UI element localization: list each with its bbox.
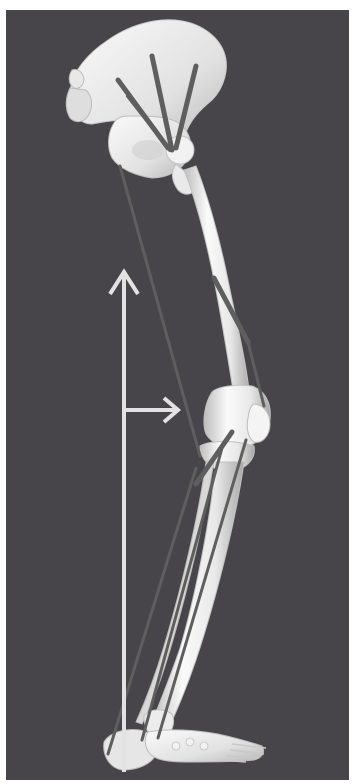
figure-frame [0,0,355,784]
leg-skeleton-figure [0,0,355,784]
